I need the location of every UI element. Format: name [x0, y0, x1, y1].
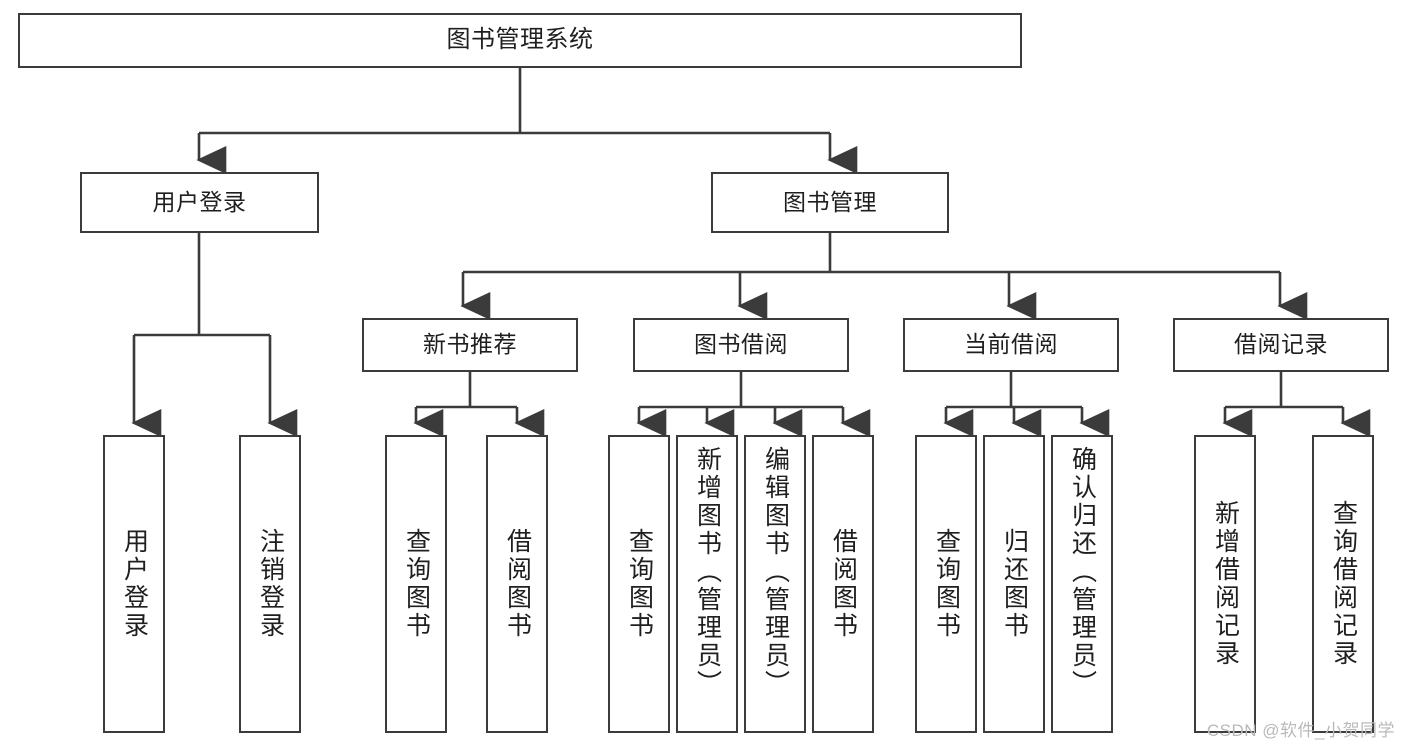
leaf-current-query-book[interactable]: 查询图书 [915, 435, 977, 733]
leaf-records-add-record[interactable]: 新增借阅记录 [1194, 435, 1256, 733]
node-label: 编辑图书（管理员） [761, 446, 790, 698]
node-borrow-records[interactable]: 借阅记录 [1173, 318, 1389, 372]
leaf-borrow-edit-book-admin[interactable]: 编辑图书（管理员） [744, 435, 806, 733]
node-book-borrow[interactable]: 图书借阅 [633, 318, 849, 372]
node-label: 归还图书 [1000, 528, 1029, 640]
leaf-current-confirm-return-admin[interactable]: 确认归还（管理员） [1051, 435, 1113, 733]
node-root-system[interactable]: 图书管理系统 [18, 13, 1022, 68]
node-user-login[interactable]: 用户登录 [80, 172, 319, 233]
watermark-text: CSDN @软件_小贺同学 [1206, 721, 1395, 740]
node-label: 图书管理系统 [446, 26, 594, 54]
node-label: 新书推荐 [423, 331, 517, 358]
node-label: 用户登录 [120, 528, 149, 640]
node-book-management[interactable]: 图书管理 [711, 172, 949, 233]
node-label: 查询图书 [932, 528, 961, 640]
leaf-user-login-logout[interactable]: 注销登录 [239, 435, 301, 733]
node-label: 图书借阅 [694, 331, 788, 358]
node-label: 借阅图书 [829, 528, 858, 640]
leaf-new-books-borrow-book[interactable]: 借阅图书 [486, 435, 548, 733]
node-label: 查询图书 [625, 528, 654, 640]
leaf-borrow-add-book-admin[interactable]: 新增图书（管理员） [676, 435, 738, 733]
node-label: 新增图书（管理员） [693, 446, 722, 698]
node-current-borrow[interactable]: 当前借阅 [903, 318, 1119, 372]
node-label: 借阅记录 [1234, 331, 1328, 358]
node-label: 用户登录 [152, 188, 247, 215]
leaf-records-query-record[interactable]: 查询借阅记录 [1312, 435, 1374, 733]
node-label: 确认归还（管理员） [1068, 446, 1097, 698]
node-label: 新增借阅记录 [1211, 500, 1240, 668]
leaf-new-books-query-book[interactable]: 查询图书 [385, 435, 447, 733]
node-label: 注销登录 [256, 528, 285, 640]
node-new-book-recommend[interactable]: 新书推荐 [362, 318, 578, 372]
leaf-borrow-query-book[interactable]: 查询图书 [608, 435, 670, 733]
leaf-borrow-borrow-book[interactable]: 借阅图书 [812, 435, 874, 733]
leaf-user-login-login[interactable]: 用户登录 [103, 435, 165, 733]
node-label: 图书管理 [783, 188, 877, 215]
node-label: 查询图书 [402, 528, 431, 640]
node-label: 查询借阅记录 [1329, 500, 1358, 668]
node-label: 借阅图书 [503, 528, 532, 640]
leaf-current-return-book[interactable]: 归还图书 [983, 435, 1045, 733]
node-label: 当前借阅 [964, 331, 1058, 358]
